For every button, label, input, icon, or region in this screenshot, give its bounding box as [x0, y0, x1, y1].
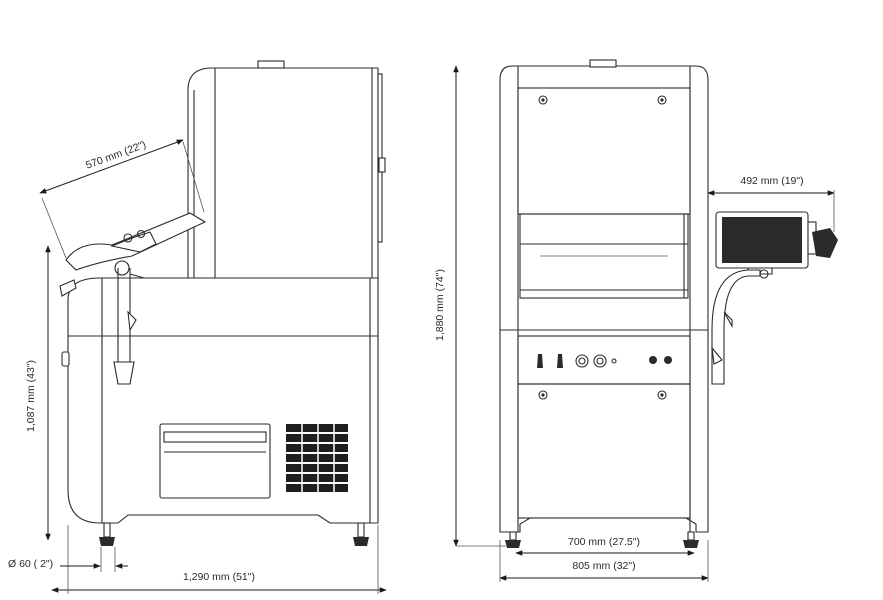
- side-control-panel: [159, 423, 271, 499]
- side-upper-hood: [187, 67, 379, 279]
- front-feet: [505, 531, 699, 548]
- front-window: [519, 213, 689, 299]
- side-width-label: 1,290 mm (51"): [183, 571, 255, 583]
- arm-length-label: 570 mm (22"): [84, 139, 148, 172]
- front-inner-width-label: 700 mm (27.5"): [568, 536, 640, 548]
- front-outer-body: [499, 65, 709, 533]
- side-vent-grille: [286, 424, 348, 492]
- front-view: [499, 59, 838, 548]
- side-view: [59, 60, 386, 546]
- front-height-label: 1,880 mm (74"): [434, 269, 446, 341]
- side-operator-arm: [59, 212, 207, 385]
- front-monitor: [711, 211, 838, 385]
- dimension-lines: [39, 65, 835, 594]
- foot-diameter-label: Ø 60 ( 2"): [8, 558, 53, 570]
- monitor-reach-label: 492 mm (19"): [740, 175, 803, 187]
- side-feet: [99, 522, 369, 546]
- side-height-label: 1,087 mm (43"): [25, 360, 37, 432]
- front-outer-width-label: 805 mm (32"): [572, 560, 635, 572]
